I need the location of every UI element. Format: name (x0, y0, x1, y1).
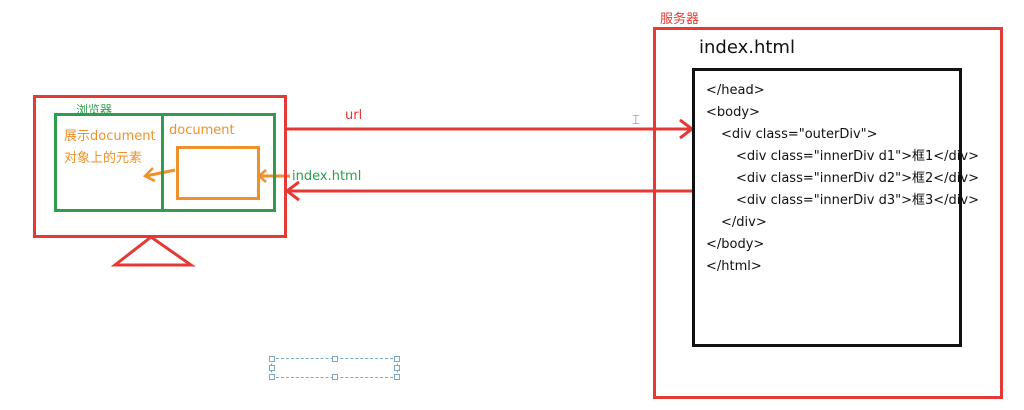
empty-selection-box[interactable] (269, 356, 400, 380)
resize-handle[interactable] (269, 374, 275, 380)
browser-divider (161, 113, 164, 212)
resize-handle[interactable] (332, 374, 338, 380)
document-box (176, 146, 260, 200)
browser-label: 浏览器 (76, 103, 113, 117)
resize-handle[interactable] (394, 374, 400, 380)
browser-box (54, 113, 276, 212)
code-box: </head> <body> <div class="outerDiv"> <d… (692, 68, 979, 347)
code-line: <div class="outerDiv"> (721, 127, 878, 142)
render-arrow (145, 168, 176, 178)
server-label: 服务器 (660, 12, 700, 27)
document-label: document (169, 123, 235, 138)
monitor-frame (33, 95, 287, 238)
server-box (653, 27, 1003, 399)
response-label: index.html (292, 169, 362, 184)
resize-handle[interactable] (269, 356, 275, 362)
code-line: </html> (706, 259, 762, 274)
response-arrowhead (284, 180, 300, 202)
resize-handle[interactable] (394, 365, 400, 371)
code-line: <div class="innerDiv d2">框2</div> (736, 171, 979, 186)
server-file-title: index.html (699, 37, 795, 58)
code-line: <div class="innerDiv d3">框3</div> (736, 193, 979, 208)
monitor-stand (110, 235, 196, 267)
code-line: <div class="innerDiv d1">框1</div> (736, 149, 979, 164)
render-arrowhead (142, 167, 156, 183)
render-text-line1: 展示document (64, 129, 156, 144)
render-text-line2: 对象上的元素 (64, 151, 143, 166)
code-line: </div> (721, 215, 767, 230)
code-line: </body> (706, 237, 765, 252)
code-line: </head> (706, 83, 765, 98)
resize-handle[interactable] (269, 365, 275, 371)
text-cursor-icon: ⌶ (632, 113, 640, 128)
resize-handle[interactable] (332, 356, 338, 362)
request-label: url (345, 108, 363, 123)
code-line: <body> (706, 105, 760, 120)
resize-handle[interactable] (394, 356, 400, 362)
